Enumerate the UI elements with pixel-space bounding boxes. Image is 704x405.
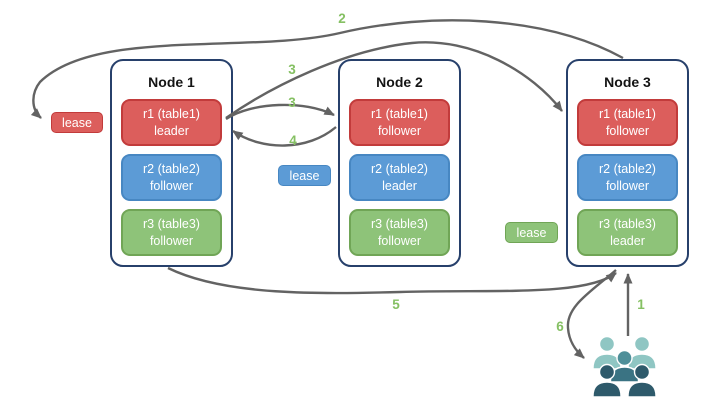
node-3-replica-r1: r1 (table1) follower [577, 99, 678, 146]
node-2-box: Node 2 r1 (table1) follower r2 (table2) … [338, 59, 461, 267]
step-label-2: 2 [338, 11, 346, 26]
node-3-replica-r2: r2 (table2) follower [577, 154, 678, 201]
arrow-step-4-node2-to-node1 [232, 126, 337, 147]
node-3-replica-r3: r3 (table3) leader [577, 209, 678, 256]
node-1-title: Node 1 [148, 74, 195, 90]
replica-name: r2 (table2) [143, 162, 200, 177]
node-3-box: Node 3 r1 (table1) follower r2 (table2) … [566, 59, 689, 267]
step-label-6: 6 [556, 319, 564, 334]
lease-chip-blue: lease [278, 165, 331, 186]
replica-name: r1 (table1) [599, 107, 656, 122]
replica-role: follower [377, 123, 422, 138]
replica-name: r2 (table2) [599, 162, 656, 177]
replica-role: follower [149, 233, 194, 248]
replica-name: r1 (table1) [371, 107, 428, 122]
node-1-replica-r2: r2 (table2) follower [121, 154, 222, 201]
step-label-1: 1 [637, 297, 645, 312]
node-2-title: Node 2 [376, 74, 423, 90]
lease-chip-red: lease [51, 112, 103, 133]
replica-role: leader [610, 233, 645, 248]
node-2-replica-r3: r3 (table3) follower [349, 209, 450, 256]
node-1-box: Node 1 r1 (table1) leader r2 (table2) fo… [110, 59, 233, 267]
replica-name: r3 (table3) [143, 217, 200, 232]
replica-role: leader [154, 123, 189, 138]
replica-role: follower [377, 233, 422, 248]
replica-name: r3 (table3) [371, 217, 428, 232]
step-label-5: 5 [392, 297, 400, 312]
replica-name: r3 (table3) [599, 217, 656, 232]
arrow-step-3-node1-to-node2 [225, 103, 335, 121]
replica-role: follower [149, 178, 194, 193]
node-1-replica-r1: r1 (table1) leader [121, 99, 222, 146]
step-label-4: 4 [289, 133, 297, 148]
replica-role: follower [605, 123, 650, 138]
replica-name: r1 (table1) [143, 107, 200, 122]
node-1-replica-r3: r3 (table3) follower [121, 209, 222, 256]
replica-role: leader [382, 178, 417, 193]
replica-name: r2 (table2) [371, 162, 428, 177]
node-2-replica-r1: r1 (table1) follower [349, 99, 450, 146]
node-2-replica-r2: r2 (table2) leader [349, 154, 450, 201]
step-label-3a: 3 [288, 62, 296, 77]
arrow-step-5-node1-to-node3 [167, 266, 617, 295]
users-icon [592, 335, 657, 397]
step-label-3b: 3 [288, 95, 296, 110]
replica-role: follower [605, 178, 650, 193]
node-3-title: Node 3 [604, 74, 651, 90]
lease-chip-green: lease [505, 222, 558, 243]
